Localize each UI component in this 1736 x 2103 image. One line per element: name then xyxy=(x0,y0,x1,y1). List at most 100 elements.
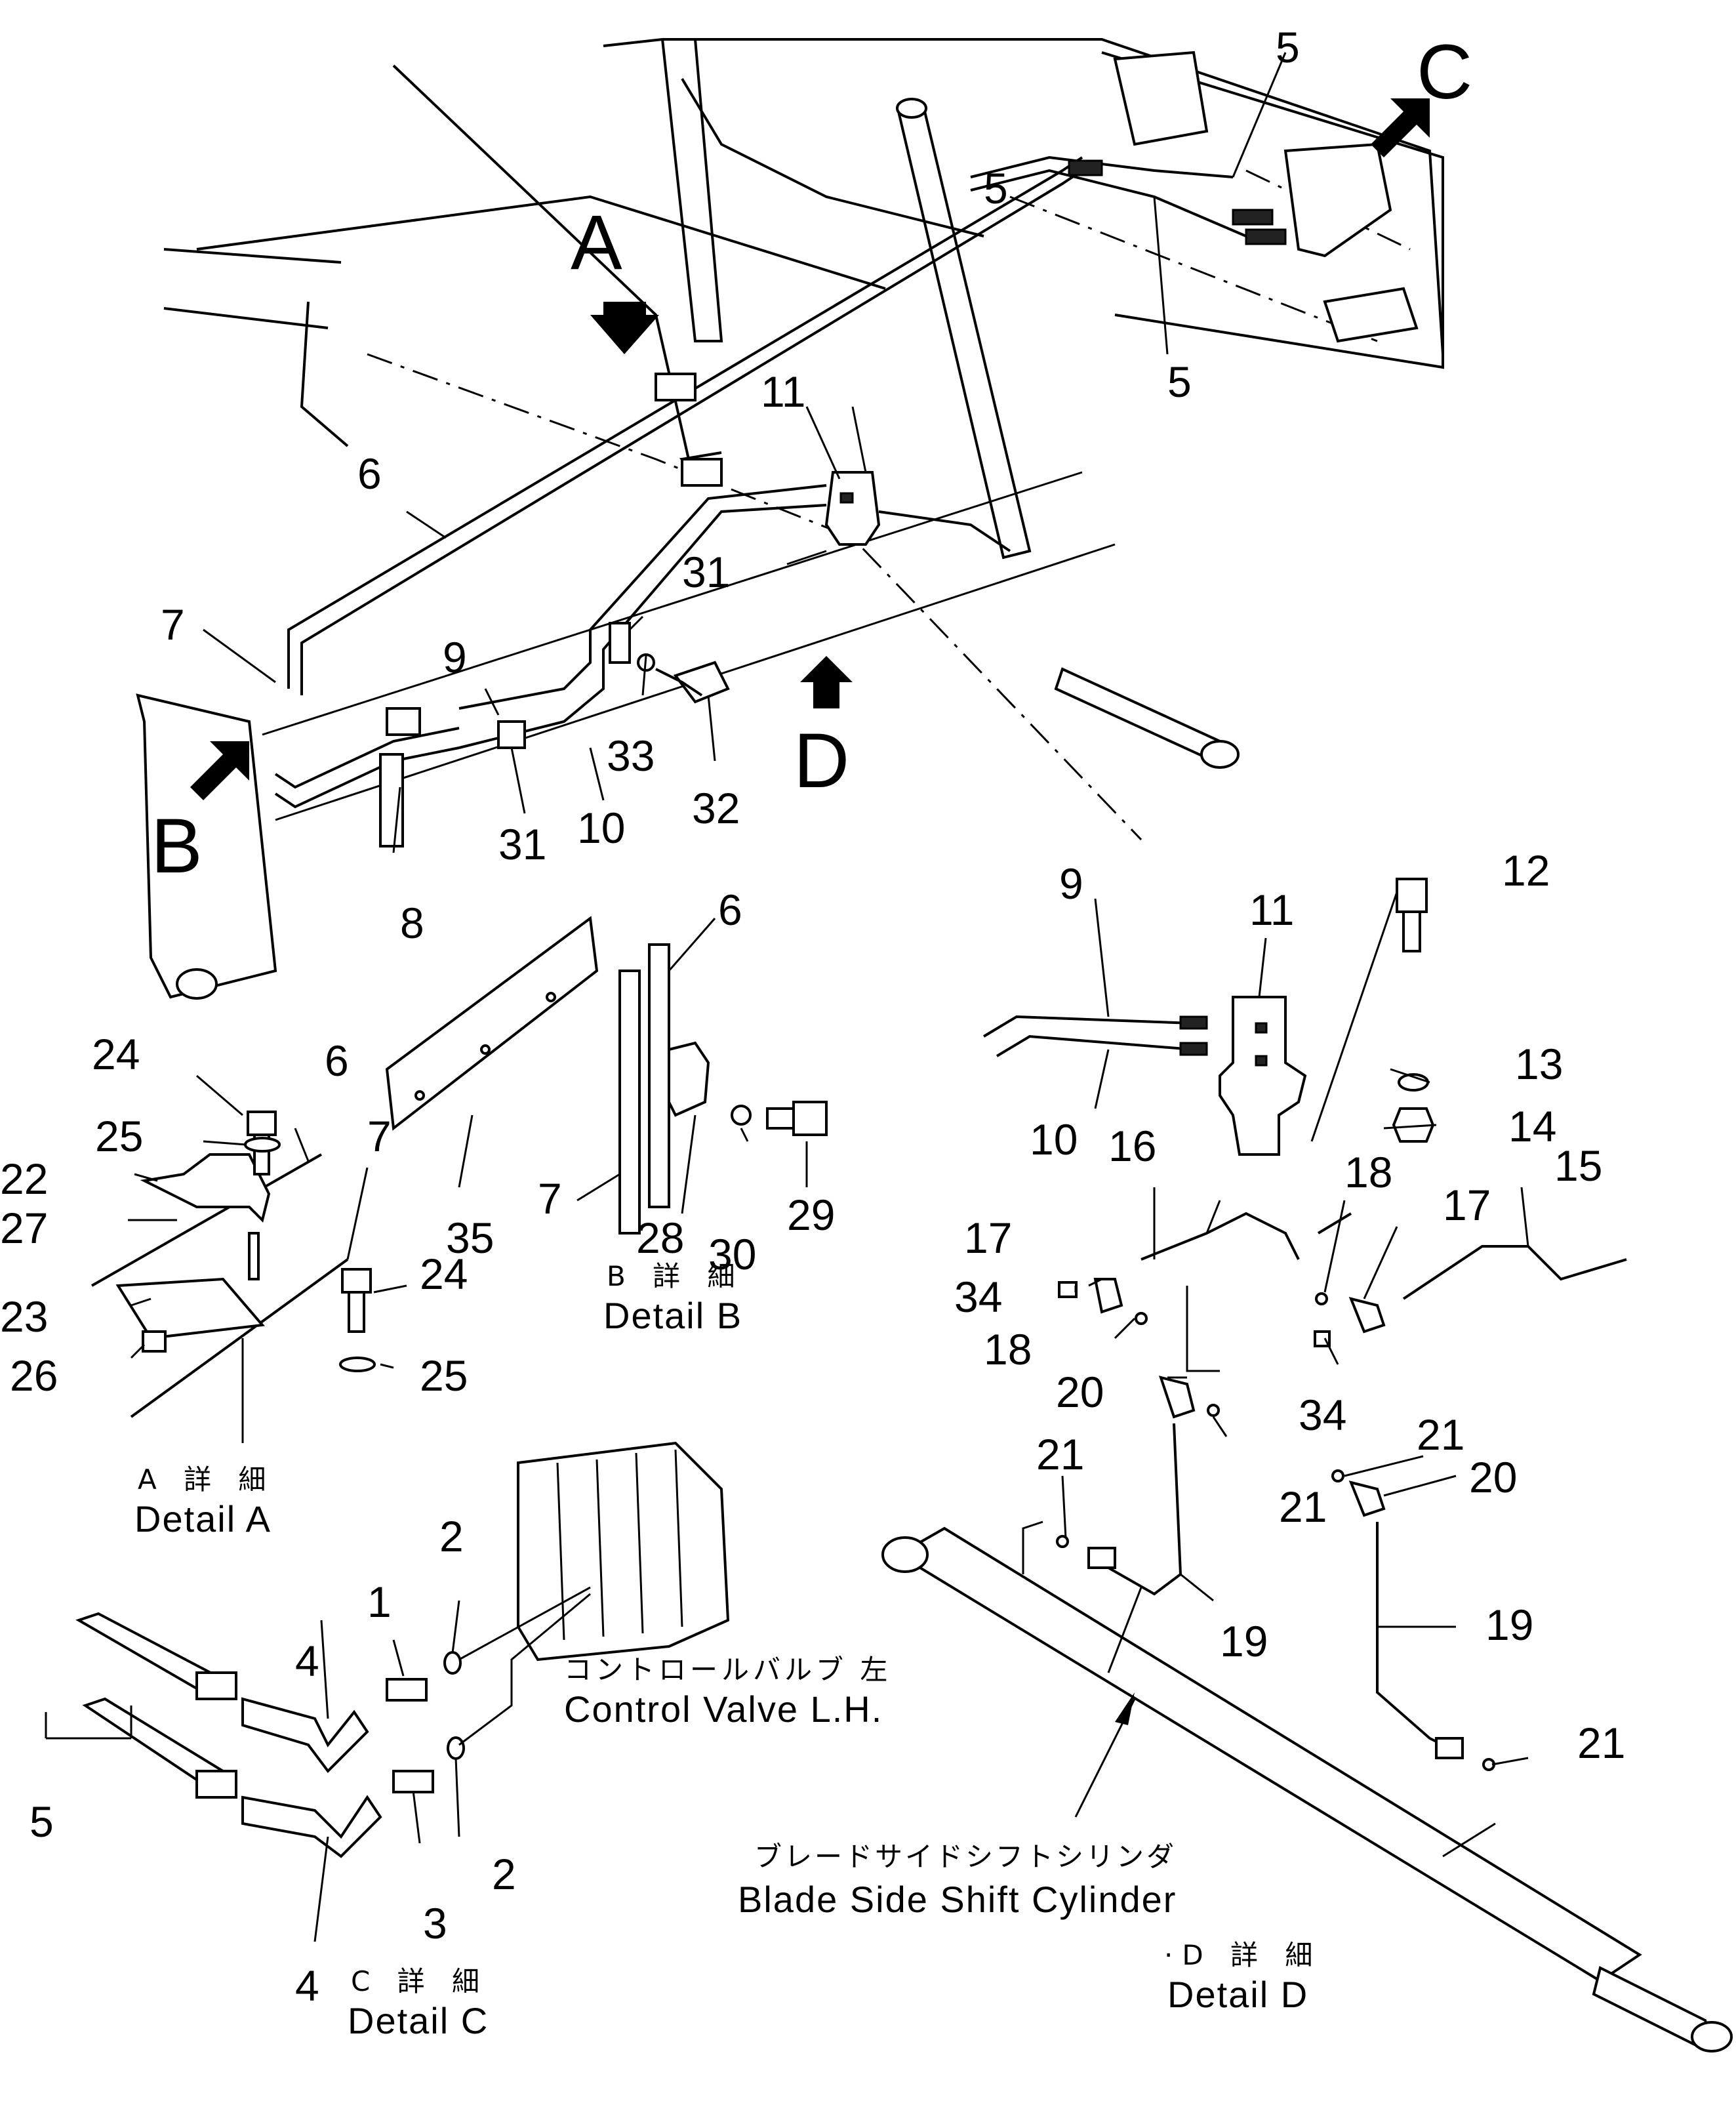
detail-b-callout-7: 7 xyxy=(538,1174,562,1223)
detail-c-callout-2-bot: 2 xyxy=(492,1850,516,1898)
detail-d-callout-21-mid: 21 xyxy=(1279,1482,1327,1531)
detail-c-hose-nut-top xyxy=(195,1671,237,1700)
detail-c-elbow-4-bot xyxy=(241,1795,382,1858)
bolt-32 xyxy=(655,661,730,704)
callout-5-mid: 5 xyxy=(984,164,1008,213)
detail-d-callout-21-upper-right: 21 xyxy=(1417,1410,1464,1459)
detail-b-hole-1 xyxy=(414,1090,425,1101)
end-plate-boss xyxy=(176,968,218,1000)
detail-d-callout-34-left: 34 xyxy=(954,1273,1002,1321)
detail-d-callout-14: 14 xyxy=(1508,1102,1556,1151)
detail-d-hose-19-left-nut xyxy=(1087,1547,1116,1569)
callout-9: 9 xyxy=(443,633,467,682)
detail-d-elbow-17-left xyxy=(1093,1278,1123,1314)
callout-11: 11 xyxy=(761,367,806,416)
detail-b-callout-28: 28 xyxy=(636,1214,684,1262)
detail-b-pipe-7 xyxy=(618,970,641,1235)
detail-b-hole-3 xyxy=(546,992,556,1002)
detail-d-hose-19-left xyxy=(1108,1423,1182,1596)
detail-a-plate-23 xyxy=(115,1277,265,1340)
detail-b-callout-35: 35 xyxy=(446,1214,494,1262)
detail-d-cylinder-label-jp: ブレードサイドシフトシリンダ xyxy=(754,1841,1177,1873)
detail-c-control-valve xyxy=(517,1441,730,1662)
frame-outline xyxy=(196,38,1444,460)
detail-d-swivel-port-2 xyxy=(1255,1055,1268,1067)
hose-fitting-5a xyxy=(1068,159,1103,176)
detail-d-leaders xyxy=(1022,891,1529,1858)
view-arrow-c xyxy=(1371,98,1430,157)
detail-b-bolt-29 xyxy=(766,1101,828,1136)
detail-a-caption-jp: A 詳 細 xyxy=(138,1463,275,1496)
detail-d-elbow-20-right xyxy=(1348,1480,1386,1517)
pipe-6 xyxy=(287,156,1083,689)
view-letter-c: C xyxy=(1417,29,1472,115)
detail-a-washer-25-bot xyxy=(339,1357,376,1372)
detail-d-nut-14 xyxy=(1392,1107,1435,1143)
detail-d-callout-9: 9 xyxy=(1059,859,1083,908)
detail-d-callout-11: 11 xyxy=(1249,886,1295,934)
detail-d-pipe-10 xyxy=(996,1034,1194,1057)
detail-d-cylinder-eye-left xyxy=(881,1536,929,1573)
detail-b-view: 6 7 35 28 30 29 B 詳 細 Detail B xyxy=(385,886,835,1336)
detail-c-hose-nut-bot xyxy=(195,1770,237,1799)
detail-d-callout-17-right: 17 xyxy=(1443,1181,1491,1229)
control-valve-top xyxy=(1283,142,1392,258)
view-arrow-b xyxy=(190,741,249,800)
callout-31-upper: 31 xyxy=(682,548,730,596)
detail-d-fitting-9 xyxy=(1179,1015,1208,1030)
centerline-right xyxy=(1009,169,1411,342)
view-arrow-d xyxy=(800,656,853,708)
detail-a-stud xyxy=(248,1232,260,1280)
pipe-7 xyxy=(274,727,460,789)
detail-a-callout-24-bot: 24 xyxy=(420,1250,468,1298)
detail-d-elbow-17-right xyxy=(1348,1297,1386,1334)
detail-c-callout-1: 1 xyxy=(367,1578,392,1626)
clamp-31-upper xyxy=(609,622,631,664)
detail-a-pipe-7 xyxy=(130,1258,349,1418)
detail-d-fitting-10 xyxy=(1179,1042,1208,1056)
detail-d-caption-en: Detail D xyxy=(1167,1974,1308,2015)
detail-a-callout-25-top: 25 xyxy=(95,1112,143,1160)
detail-d-callout-10: 10 xyxy=(1030,1115,1078,1164)
detail-d-callout-21-left: 21 xyxy=(1036,1430,1084,1479)
detail-d-tube-15-b xyxy=(1317,1212,1352,1235)
detail-d-swivel-port-1 xyxy=(1255,1022,1268,1034)
detail-d-plug-34-right xyxy=(1314,1330,1331,1347)
detail-c-callout-3: 3 xyxy=(423,1899,447,1948)
hose-fitting-5b xyxy=(1232,209,1274,226)
detail-d-view: 9 10 11 12 13 14 15 16 17 17 18 18 34 34… xyxy=(738,846,1733,2052)
detail-c-leaders xyxy=(45,1586,591,1942)
callout-6: 6 xyxy=(357,449,382,498)
clamp-a xyxy=(655,373,696,401)
right-end-plate xyxy=(1101,51,1444,369)
detail-a-collar-26 xyxy=(142,1330,167,1353)
detail-d-callout-19-right: 19 xyxy=(1485,1601,1533,1649)
detail-b-washer-30 xyxy=(731,1105,752,1126)
detail-d-oring-18-left xyxy=(1135,1312,1148,1325)
detail-d-pipe-9 xyxy=(982,1015,1194,1038)
control-column xyxy=(897,110,1032,560)
valve-rear-block xyxy=(1113,51,1209,146)
detail-a-callout-25-bot: 25 xyxy=(420,1351,468,1400)
detail-c-valve-label-jp: コントロールバルブ 左 xyxy=(564,1654,891,1686)
detail-d-oring-18-right xyxy=(1315,1292,1328,1305)
pipe-5-lower xyxy=(970,169,1247,237)
detail-c-callout-2-top: 2 xyxy=(439,1512,464,1561)
valve-step-block xyxy=(1323,287,1419,343)
detail-b-leaders xyxy=(458,918,808,1214)
callout-32: 32 xyxy=(692,784,740,832)
centerline-main xyxy=(367,353,1142,841)
detail-a-callout-24-top: 24 xyxy=(92,1030,140,1078)
detail-d-oring-21-a xyxy=(1207,1404,1220,1417)
swivel-port xyxy=(839,492,854,504)
detail-c-valve-ridges xyxy=(556,1449,683,1641)
detail-b-caption-en: Detail B xyxy=(603,1295,742,1336)
detail-c-callout-4-bot: 4 xyxy=(295,1961,319,2010)
clamp-31-lower xyxy=(497,720,526,749)
detail-b-pipe-6 xyxy=(648,943,670,1208)
detail-a-callout-26: 26 xyxy=(10,1351,58,1400)
detail-c-callout-4-top: 4 xyxy=(295,1637,319,1685)
detail-d-callout-13: 13 xyxy=(1515,1040,1563,1088)
main-assembly-view: A B C D 5 5 5 6 7 8 9 10 11 31 31 32 33 xyxy=(136,23,1472,1000)
